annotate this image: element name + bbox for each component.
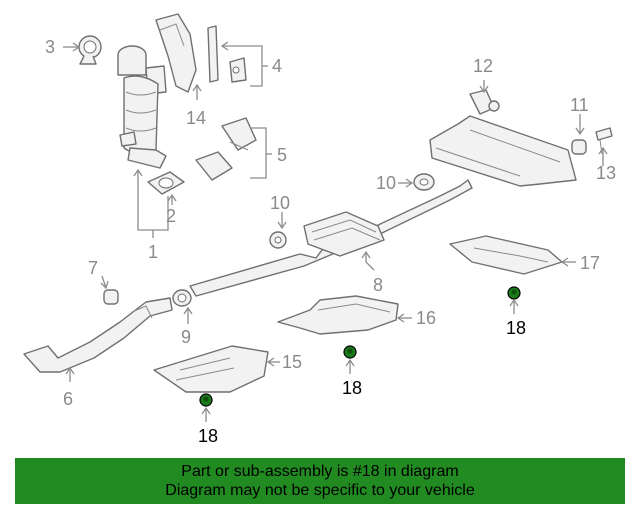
callout-6[interactable]: 6 xyxy=(63,389,73,409)
part-17-heat-shield[interactable] xyxy=(449,235,563,275)
callout-17[interactable]: 17 xyxy=(580,253,600,273)
callout-2[interactable]: 2 xyxy=(166,206,176,226)
callout-14[interactable]: 14 xyxy=(186,108,206,128)
leader-7 xyxy=(101,275,107,289)
callout-9[interactable]: 9 xyxy=(181,327,191,347)
rear-muffler[interactable] xyxy=(429,115,577,187)
exhaust-parts-diagram: 3 1 2 14 4 xyxy=(23,13,616,446)
callout-7[interactable]: 7 xyxy=(88,258,98,278)
part-1-catalytic-converter[interactable] xyxy=(117,45,167,169)
part-6-front-pipe[interactable] xyxy=(23,297,173,373)
part-10-hanger-top[interactable] xyxy=(413,173,435,191)
part-18-fastener-a[interactable] xyxy=(507,286,521,300)
leader-5 xyxy=(250,127,267,179)
part-5-brackets[interactable] xyxy=(195,117,257,181)
callout-5[interactable]: 5 xyxy=(277,145,287,165)
part-18-fastener-b[interactable] xyxy=(343,345,357,359)
part-16-heat-shield[interactable] xyxy=(277,295,399,335)
part-18-fastener-c[interactable] xyxy=(199,393,213,407)
part-11-insulator[interactable] xyxy=(571,139,587,155)
banner-line-disclaimer: Diagram may not be specific to your vehi… xyxy=(165,482,475,499)
callout-8[interactable]: 8 xyxy=(373,275,383,295)
part-4-brackets[interactable] xyxy=(207,25,247,83)
part-10-hanger-bottom[interactable] xyxy=(269,231,287,249)
part-2-gasket[interactable] xyxy=(147,171,185,195)
callout-18c[interactable]: 18 xyxy=(198,426,218,446)
callout-18b[interactable]: 18 xyxy=(342,378,362,398)
part-14-heat-shield[interactable] xyxy=(155,13,197,93)
part-7-insulator[interactable] xyxy=(103,289,119,305)
part-13-bolt[interactable] xyxy=(595,127,613,155)
part-15-heat-shield[interactable] xyxy=(153,345,269,393)
callout-16[interactable]: 16 xyxy=(416,308,436,328)
callout-13[interactable]: 13 xyxy=(596,163,616,183)
arrow-3 xyxy=(72,42,81,52)
callout-18a[interactable]: 18 xyxy=(506,318,526,338)
callout-1[interactable]: 1 xyxy=(148,242,158,262)
callout-10a[interactable]: 10 xyxy=(376,173,396,193)
callout-11[interactable]: 11 xyxy=(570,95,589,115)
part-3-clamp[interactable] xyxy=(78,35,102,65)
part-8-resonator[interactable] xyxy=(303,211,385,257)
part-9-gasket[interactable] xyxy=(172,289,192,307)
intermediate-pipe[interactable] xyxy=(189,179,473,297)
info-banner: Part or sub-assembly is #18 in diagram D… xyxy=(15,458,625,504)
leader-8 xyxy=(365,252,375,271)
callout-10b[interactable]: 10 xyxy=(270,193,290,213)
part-12-hanger[interactable] xyxy=(469,89,500,115)
banner-line-part: Part or sub-assembly is #18 in diagram xyxy=(181,463,459,480)
callout-4[interactable]: 4 xyxy=(272,56,282,76)
callout-15[interactable]: 15 xyxy=(282,352,302,372)
callout-12[interactable]: 12 xyxy=(473,56,493,76)
callout-3[interactable]: 3 xyxy=(45,37,55,57)
